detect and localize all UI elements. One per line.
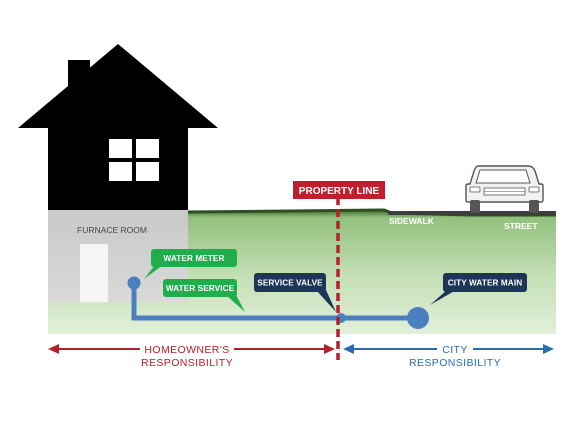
homeowner-line1: HOMEOWNER'S xyxy=(144,344,229,356)
service-valve-callout: SERVICE VALVE xyxy=(254,273,336,312)
water-service-label: WATER SERVICE xyxy=(166,284,235,293)
property-line: PROPERTY LINE xyxy=(293,181,385,360)
water-service-callout: WATER SERVICE xyxy=(163,279,245,312)
street-label: STREET xyxy=(504,221,538,231)
house-roof xyxy=(18,44,218,210)
water-meter-node xyxy=(127,276,141,290)
city-responsibility: CITY RESPONSIBILITY xyxy=(343,340,554,369)
property-line-label: PROPERTY LINE xyxy=(299,186,380,197)
property-line-tag xyxy=(293,181,385,199)
arrow-left-icon xyxy=(343,344,354,354)
basement-door xyxy=(80,244,108,302)
car-icon xyxy=(465,165,544,213)
water-meter-callout: WATER METER xyxy=(144,249,237,279)
service-valve-label: SERVICE VALVE xyxy=(257,279,323,288)
city-line2: RESPONSIBILITY xyxy=(409,357,501,369)
arrow-right-icon xyxy=(543,344,554,354)
arrow-left-icon xyxy=(48,344,59,354)
city-water-main-label: CITY WATER MAIN xyxy=(448,279,522,288)
house xyxy=(18,44,218,210)
water-meter-label: WATER METER xyxy=(164,254,225,263)
arrow-right-icon xyxy=(324,344,335,354)
furnace-room-label: FURNACE ROOM xyxy=(77,225,147,235)
water-pipe xyxy=(127,276,429,329)
sidewalk-label: SIDEWALK xyxy=(389,216,435,226)
city-water-main-callout: CITY WATER MAIN xyxy=(430,273,527,305)
homeowner-line2: RESPONSIBILITY xyxy=(141,357,233,369)
city-main-node xyxy=(407,307,429,329)
homeowner-responsibility: HOMEOWNER'S RESPONSIBILITY xyxy=(48,340,335,369)
city-line1: CITY xyxy=(442,344,468,356)
chimney xyxy=(68,60,90,100)
